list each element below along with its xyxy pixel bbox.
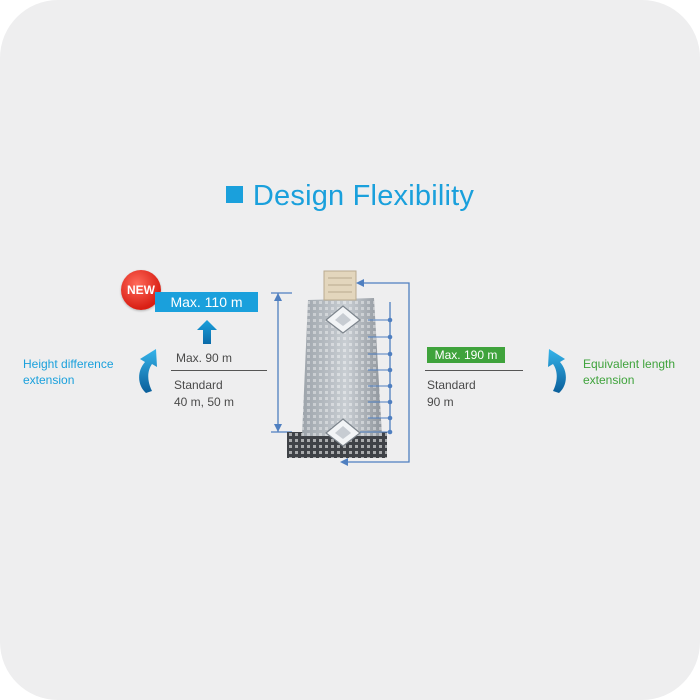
building-illustration: [271, 270, 410, 466]
length-label-line1: Equivalent length: [583, 357, 676, 371]
right-divider: [425, 370, 523, 371]
square-bullet-icon: [225, 186, 243, 203]
up-arrow-icon: [197, 320, 217, 344]
left-standard-value: 40 m, 50 m: [174, 395, 235, 409]
max-height-old-text: Max. 90 m: [176, 351, 233, 365]
right-standard-value: 90 m: [427, 395, 454, 409]
title-text: Design Flexibility: [252, 180, 475, 212]
right-standard-title: Standard: [427, 378, 476, 392]
max-height-new-pill: Max. 110 m: [155, 292, 258, 312]
left-standard-title: Standard: [174, 378, 223, 392]
curved-arrow-left-icon: [139, 349, 157, 393]
left-divider: [171, 370, 267, 371]
page-title: Design Flexibility: [0, 180, 700, 213]
height-label-line2: extension: [23, 373, 75, 387]
curved-arrow-right-icon: [548, 349, 566, 393]
max-length-pill: Max. 190 m: [427, 347, 505, 363]
length-label-line2: extension: [583, 373, 635, 387]
new-badge: NEW: [121, 270, 161, 310]
height-label-line1: Height difference: [23, 357, 114, 371]
